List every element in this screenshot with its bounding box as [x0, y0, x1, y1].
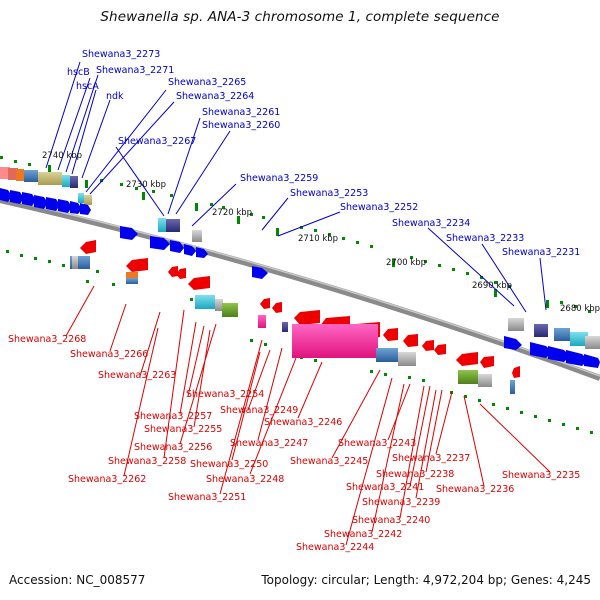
gene-label: Shewana3_2236 — [436, 484, 514, 495]
forward-features — [0, 167, 600, 349]
gene-label: Shewana3_2234 — [392, 218, 470, 229]
tick-track-forward — [0, 156, 591, 313]
gene-label: Shewana3_2268 — [8, 334, 86, 345]
gene-label: Shewana3_2253 — [290, 188, 368, 199]
topology-text: Topology: circular; Length: 4,972,204 bp… — [261, 573, 591, 587]
map-title: Shewanella sp. ANA-3 chromosome 1, compl… — [100, 9, 500, 25]
gene-label: Shewana3_2254 — [186, 389, 264, 400]
gene-label: Shewana3_2265 — [168, 77, 246, 88]
gene-label: Shewana3_2248 — [206, 474, 284, 485]
gene-label: Shewana3_2273 — [82, 49, 160, 60]
gene-label: Shewana3_2235 — [502, 470, 580, 481]
gene-label: Shewana3_2242 — [324, 529, 402, 540]
scale-label: 2730 kbp — [126, 180, 166, 190]
scale-label: 2680 kbp — [560, 304, 600, 314]
gene-label: Shewana3_2238 — [376, 469, 454, 480]
gene-label: Shewana3_2246 — [264, 417, 342, 428]
reverse-features — [70, 256, 515, 394]
forward-label-lines — [45, 61, 547, 313]
gene-label: Shewana3_2271 — [96, 65, 174, 76]
gene-label: Shewana3_2257 — [134, 411, 212, 422]
gene-label: Shewana3_2266 — [70, 349, 148, 360]
forward-gene-labels: Shewana3_2273 hscB Shewana3_2271 hscA nd… — [67, 49, 580, 258]
gene-label: Shewana3_2255 — [144, 424, 222, 435]
gene-label: Shewana3_2231 — [502, 247, 580, 258]
gene-label: Shewana3_2241 — [346, 482, 424, 493]
gene-label: hscB — [67, 67, 90, 78]
scale-label: 2710 kbp — [298, 234, 338, 244]
gene-label: Shewana3_2250 — [190, 459, 268, 470]
gene-label: Shewana3_2258 — [108, 456, 186, 467]
gene-label: Shewana3_2261 — [202, 107, 280, 118]
reverse-label-lines — [65, 285, 551, 546]
gene-label: Shewana3_2240 — [352, 515, 430, 526]
gene-label: Shewana3_2239 — [362, 497, 440, 508]
reverse-gene-labels: Shewana3_2268 Shewana3_2266 Shewana3_226… — [8, 334, 580, 553]
scale-label: 2690 kbp — [472, 281, 512, 291]
scale-label: 2740 kbp — [42, 151, 82, 161]
forward-arrows — [0, 188, 600, 368]
gene-label: Shewana3_2243 — [338, 438, 416, 449]
gene-label: Shewana3_2263 — [98, 370, 176, 381]
gene-label: Shewana3_2264 — [176, 91, 254, 102]
gene-label: Shewana3_2247 — [230, 438, 308, 449]
gene-label: Shewana3_2262 — [68, 474, 146, 485]
gene-label: ndk — [106, 91, 124, 102]
tick-track-reverse — [6, 250, 593, 434]
gene-label: Shewana3_2267 — [118, 136, 196, 147]
gene-label: Shewana3_2233 — [446, 233, 524, 244]
gene-label: Shewana3_2251 — [168, 492, 246, 503]
scale-labels: 2740 kbp 2730 kbp 2720 kbp 2710 kbp 2700… — [42, 151, 600, 314]
gene-label: Shewana3_2237 — [392, 453, 470, 464]
gene-label: Shewana3_2259 — [240, 173, 318, 184]
gene-label: Shewana3_2245 — [290, 456, 368, 467]
scale-label: 2720 kbp — [212, 208, 252, 218]
scale-label: 2700 kbp — [386, 258, 426, 268]
gene-label: Shewana3_2252 — [340, 202, 418, 213]
accession-text: Accession: NC_008577 — [9, 573, 146, 587]
gene-label: Shewana3_2244 — [296, 542, 374, 553]
gene-label: hscA — [76, 81, 99, 92]
gene-label: Shewana3_2256 — [134, 442, 212, 453]
gene-label: Shewana3_2260 — [202, 120, 280, 131]
gene-label: Shewana3_2249 — [220, 405, 298, 416]
